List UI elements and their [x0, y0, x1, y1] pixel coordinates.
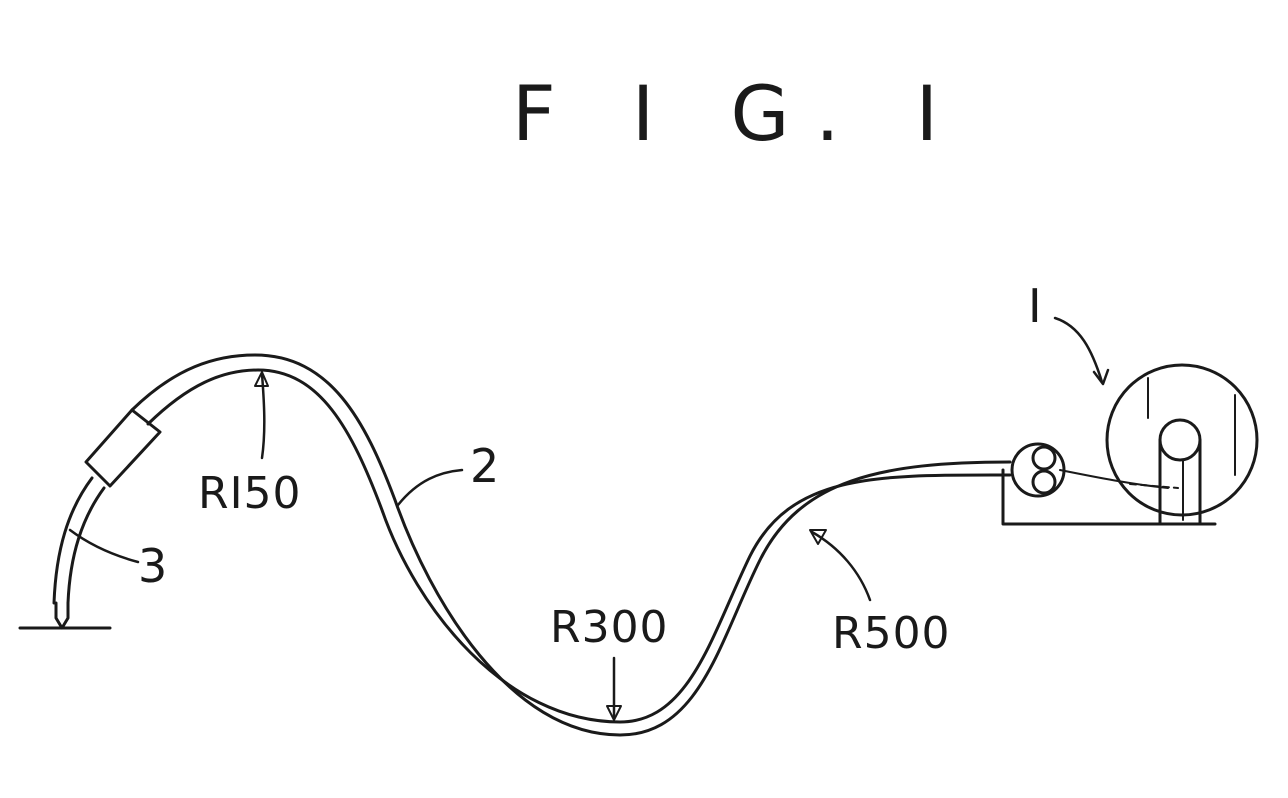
torch-tip [54, 601, 70, 630]
ref-numeral-3: 3 [138, 539, 167, 593]
radius-arrow-r500 [810, 530, 872, 602]
radius-arrowhead-r150 [254, 371, 269, 387]
torch-neck [52, 476, 94, 605]
leader-1-arrowhead [1092, 368, 1110, 386]
ref-numeral-1: I [1028, 279, 1042, 333]
wire-feeder [1001, 363, 1259, 526]
radius-label-r150: RI50 [198, 468, 302, 519]
radius-arrowhead-r500 [809, 529, 827, 545]
ref-numeral-2: 2 [470, 439, 499, 493]
radius-arrowhead-r300 [606, 705, 622, 721]
leader-3 [68, 528, 140, 564]
leader-1 [1053, 316, 1104, 384]
conduit-cable-inner [146, 368, 1012, 724]
torch-handle [84, 408, 162, 488]
leader-2 [396, 468, 464, 507]
conduit-cable-outer [130, 353, 1012, 737]
radius-label-r500: R500 [832, 608, 951, 659]
radius-label-r300: R300 [550, 602, 669, 653]
figure-title: F I G. I [512, 69, 964, 158]
torch-neck-inner [66, 486, 106, 605]
radius-arrow-r150 [260, 372, 266, 460]
